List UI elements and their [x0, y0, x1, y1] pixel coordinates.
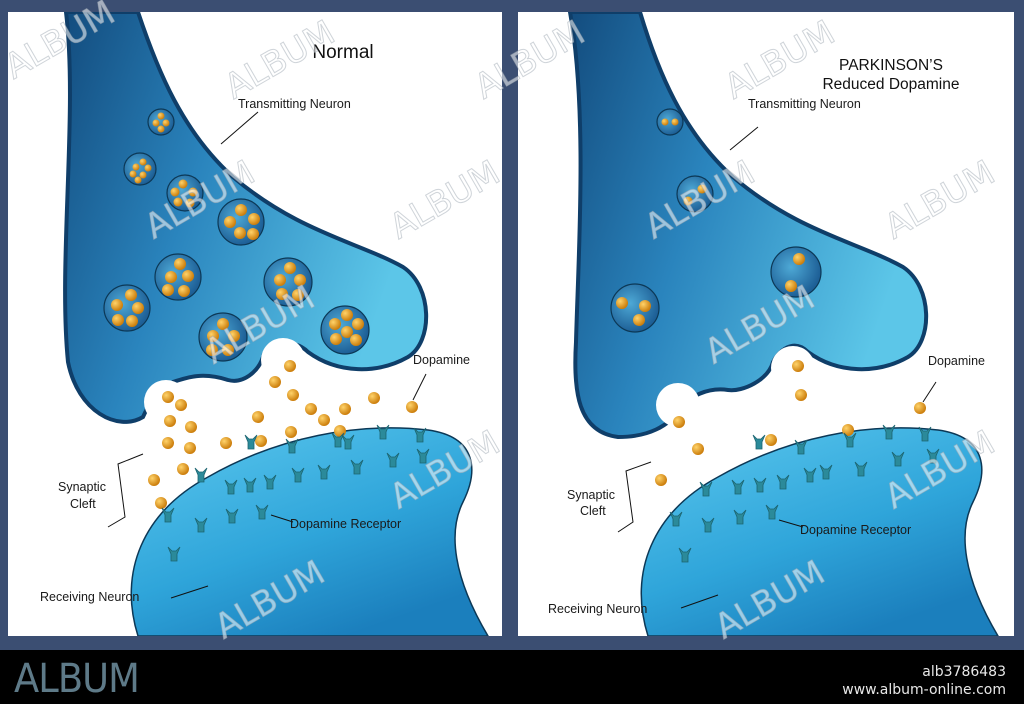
vesicle-group	[610, 108, 822, 333]
dopamine-label: Dopamine	[413, 353, 470, 367]
parkinsons-title-line1: PARKINSON’S	[839, 57, 943, 74]
normal-synapse-panel: Normal Transmitting Neuron Dopamine Syna…	[8, 12, 502, 636]
parkinsons-title-line2: Reduced Dopamine	[822, 76, 960, 93]
free-dopamine-group	[655, 360, 926, 486]
image-id: alb3786483	[922, 664, 1006, 680]
dopamine-label: Dopamine	[928, 354, 985, 368]
receiving-neuron-label: Receiving Neuron	[40, 590, 140, 604]
dopamine-receptor-label: Dopamine Receptor	[290, 517, 402, 531]
receiving-neuron-label: Receiving Neuron	[548, 602, 648, 616]
transmitting-neuron-label: Transmitting Neuron	[238, 97, 351, 111]
normal-title: Normal	[312, 42, 374, 63]
synaptic-cleft-label-line1: Synaptic	[58, 480, 106, 494]
parkinsons-synapse-illustration	[567, 12, 999, 636]
website-link[interactable]: www.album-online.com	[842, 682, 1006, 698]
footer-bar: ALBUM alb3786483 www.album-online.com	[0, 650, 1024, 704]
synaptic-cleft-label-line1: Synaptic	[567, 488, 615, 502]
transmitting-neuron-label: Transmitting Neuron	[748, 97, 861, 111]
synaptic-cleft-label-line2: Cleft	[580, 504, 606, 518]
synaptic-cleft-label-line2: Cleft	[70, 497, 96, 511]
vesicle-group	[103, 108, 370, 362]
dopamine-receptor-label: Dopamine Receptor	[800, 523, 912, 537]
parkinsons-synapse-panel: PARKINSON’S Reduced Dopamine Transmittin…	[518, 12, 1014, 636]
normal-synapse-illustration	[63, 12, 489, 636]
album-logo: ALBUM	[14, 656, 140, 702]
free-dopamine-group	[148, 360, 418, 509]
